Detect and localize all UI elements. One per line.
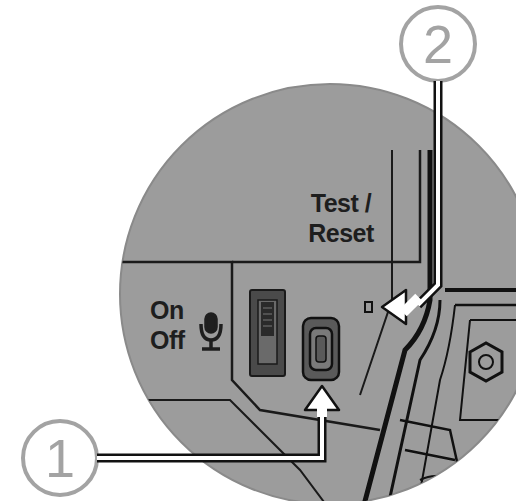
callout-circle: [23, 421, 97, 495]
switch-label: Off: [150, 326, 185, 354]
test-reset-button: [303, 318, 339, 380]
leader-line: [382, 81, 438, 324]
microphone-icon: [201, 314, 221, 349]
status-led: [365, 302, 372, 312]
leader-line: [97, 386, 339, 458]
on-off-switch: [250, 290, 285, 376]
switch-label: On: [150, 296, 184, 324]
callout-circle: [401, 7, 475, 81]
button-label: Test / Reset: [296, 188, 386, 248]
callout-number: 1: [30, 428, 90, 488]
callout-number: 2: [408, 14, 468, 74]
